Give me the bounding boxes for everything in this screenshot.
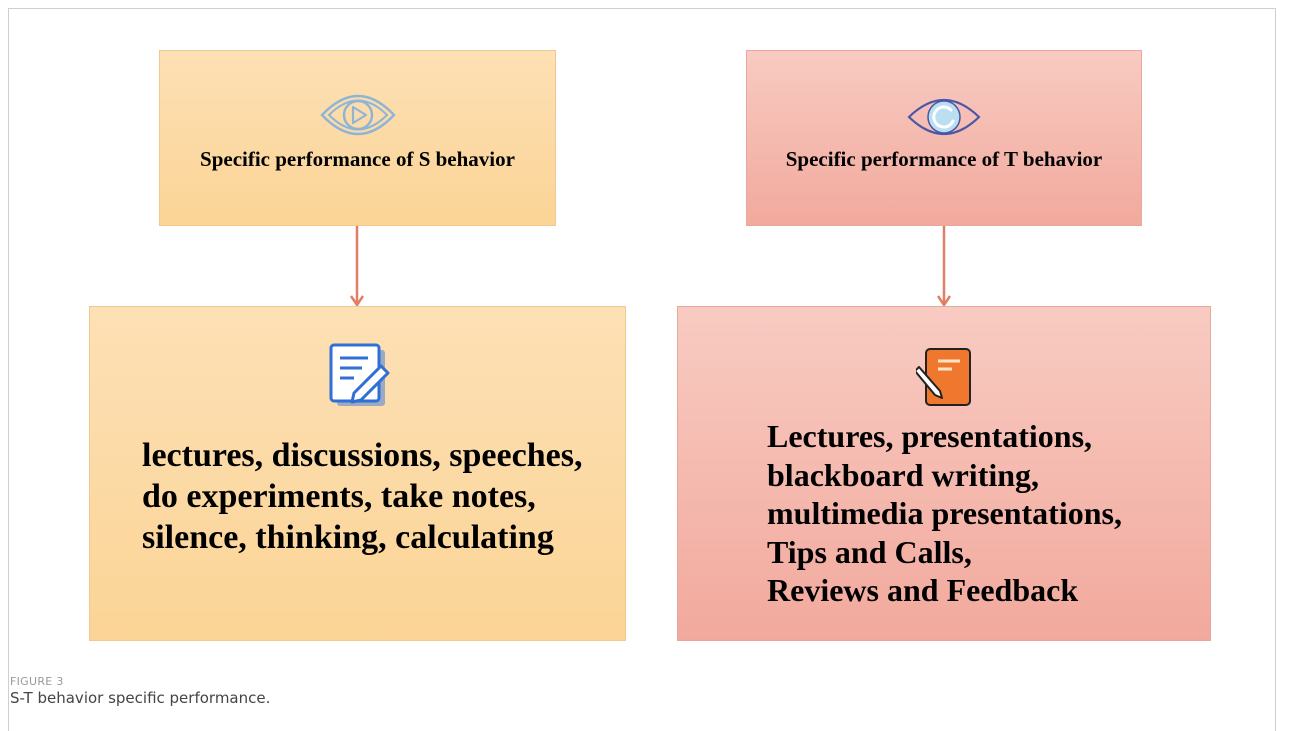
t-behavior-title: Specific performance of T behavior [785, 147, 1103, 171]
s-behavior-details-box: lectures, discussions, speeches, do expe… [89, 306, 626, 641]
figure-caption: S-T behavior specific performance. [10, 689, 271, 707]
t-behavior-details-box: Lectures, presentations, blackboard writ… [677, 306, 1211, 641]
s-behavior-title-box: Specific performance of S behavior [159, 50, 556, 226]
figure-frame [8, 8, 1276, 731]
s-behavior-details: lectures, discussions, speeches, do expe… [142, 437, 583, 556]
figure-label: FIGURE 3 [10, 675, 64, 688]
t-behavior-arrow [936, 226, 952, 308]
t-behavior-details: Lectures, presentations, blackboard writ… [767, 418, 1122, 608]
edit-document-icon [329, 343, 390, 406]
eye-play-icon [320, 94, 396, 136]
t-behavior-title-box: Specific performance of T behavior [746, 50, 1142, 226]
eye-icon [907, 98, 981, 136]
notebook-pen-icon [916, 348, 971, 406]
s-behavior-title: Specific performance of S behavior [200, 147, 515, 171]
s-behavior-arrow [349, 226, 365, 308]
